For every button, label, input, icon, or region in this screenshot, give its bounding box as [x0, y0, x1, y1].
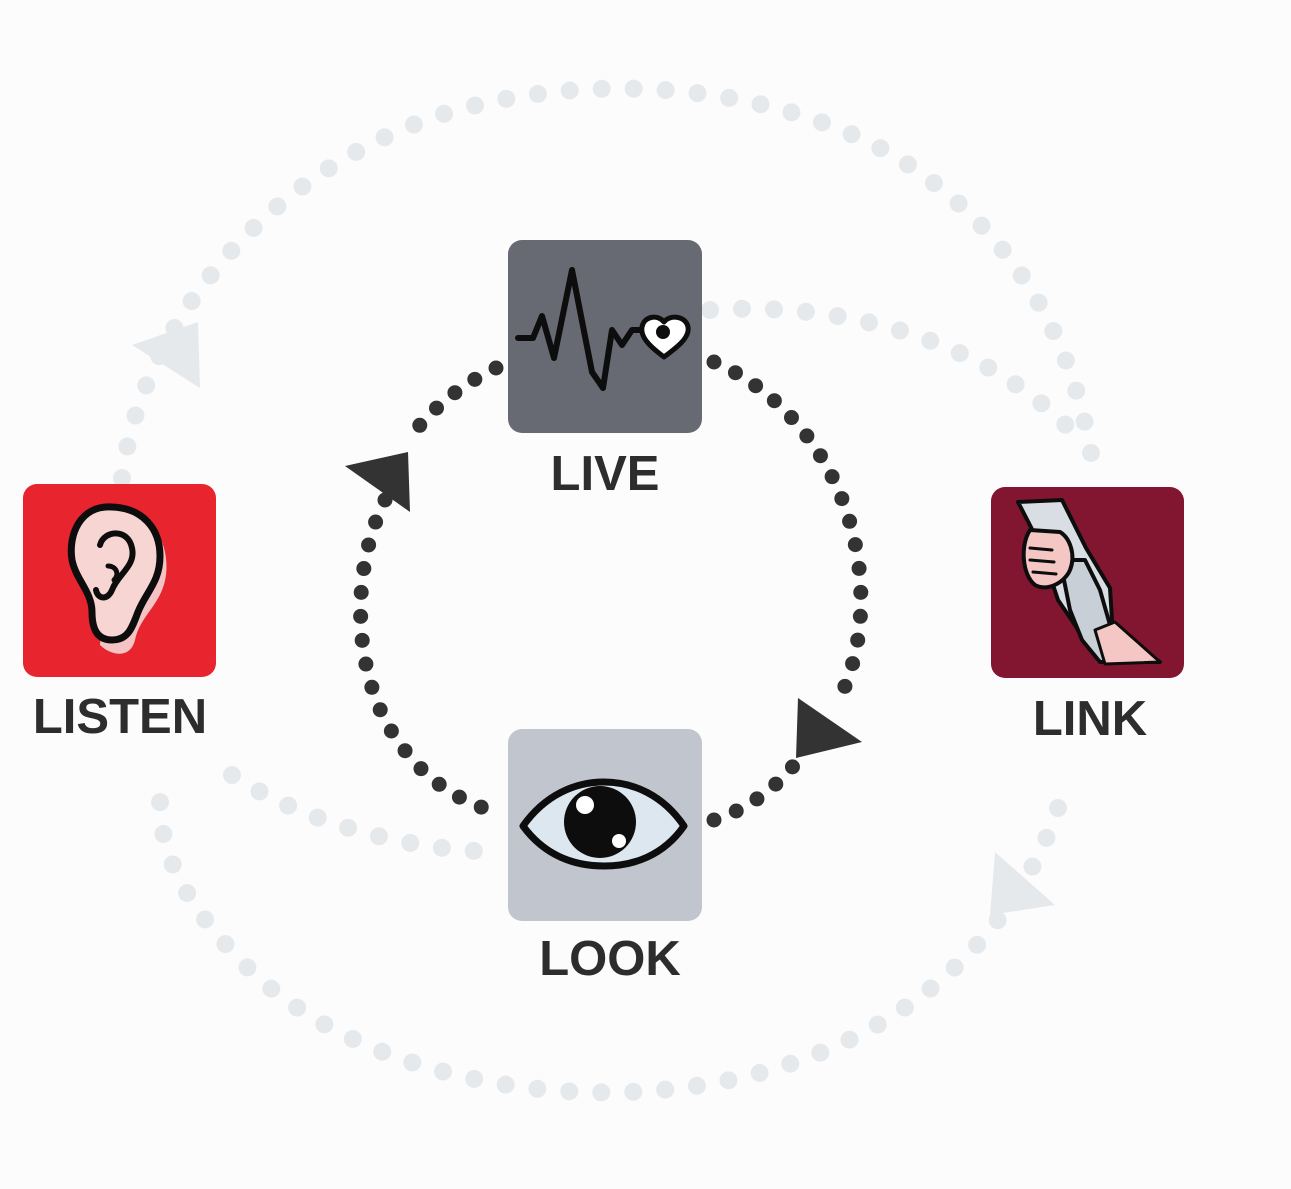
inner-arc-live-left: [400, 360, 504, 448]
live-tile: [508, 240, 702, 433]
link-label: LINK: [1032, 692, 1148, 746]
inner-arc-look-right: [706, 752, 806, 828]
inner-arc-right: [706, 354, 869, 713]
inner-arrowhead-right: [796, 698, 862, 758]
look-tile: [508, 729, 702, 921]
look-label: LOOK: [539, 932, 681, 986]
helping-hands-icon: [1016, 498, 1162, 666]
outer-arrowhead-right: [990, 852, 1055, 915]
outer-cycle: [113, 79, 1104, 1102]
heartbeat-icon: [515, 267, 691, 391]
listen-tile: [23, 484, 216, 677]
eye-icon: [519, 778, 688, 870]
listen-label: LISTEN: [32, 690, 208, 744]
inner-arc-left: [353, 492, 504, 820]
outer-arc-listen-look: [223, 766, 509, 861]
outer-arc-live-link: [701, 299, 1089, 449]
link-tile: [991, 487, 1184, 678]
live-label: LIVE: [550, 447, 660, 501]
outer-arc-top: [113, 79, 1104, 489]
outer-arrowhead-left: [132, 322, 200, 388]
inner-arrowhead-left: [345, 452, 410, 512]
outer-arc-bottom: [151, 791, 1067, 1102]
inner-cycle: [353, 354, 869, 828]
ear-icon: [67, 503, 167, 654]
